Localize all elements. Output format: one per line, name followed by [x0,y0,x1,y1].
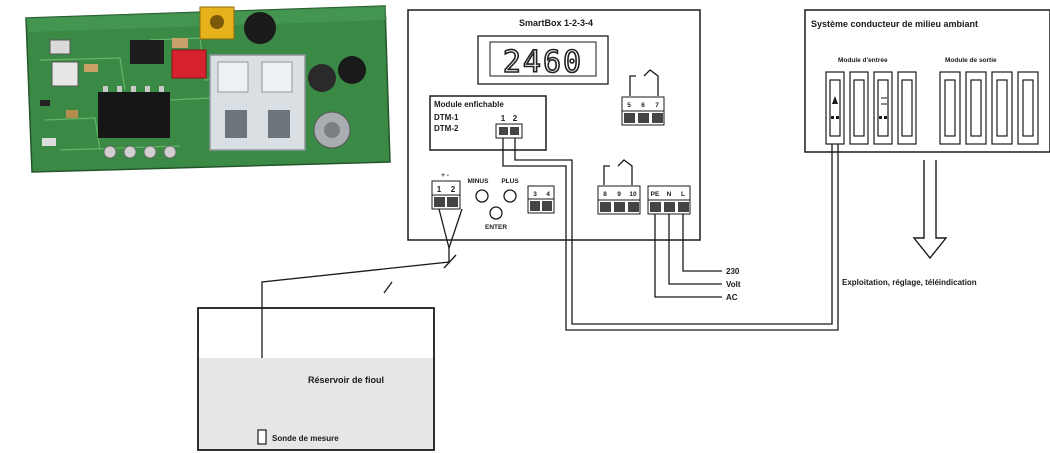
digital-display: 2460 [477,35,609,85]
terminal-8: 8 [603,191,607,198]
power-label-volt: Volt [726,280,741,289]
plus-button-label: PLUS [501,178,519,185]
plugin-module-line2: DTM-2 [434,124,459,133]
power-label-230: 230 [726,267,740,276]
output-modules [939,71,1039,145]
plus-button [503,189,517,203]
input-module-label: Module d'entrée [838,57,888,64]
power-terminals: PE N L [647,185,691,215]
terminal-7: 7 [655,102,659,109]
terminal-5: 5 [627,102,631,109]
sensor-input-terminals: + - 1 2 [431,172,461,210]
power-label-ac: AC [726,293,738,302]
enter-button-label: ENTER [485,224,507,231]
output-module-label: Module de sortie [945,57,997,64]
terminal-pe: PE [651,191,660,198]
terminal-4: 4 [546,191,550,198]
terminal-3: 3 [533,191,537,198]
terminal-l: L [681,191,685,198]
input-modules [825,71,917,145]
minus-button [475,189,489,203]
fuel-tank: Réservoir de fioul Sonde de mesure [197,307,435,451]
output-arrow [912,160,948,260]
smartbox-title: SmartBox 1-2-3-4 [519,18,593,28]
terminal-9: 9 [617,191,621,198]
system-output-text: Exploitation, réglage, télé­indication [842,278,977,287]
smartbox-unit: SmartBox 1-2-3-4 2460 Module enfichable … [407,9,701,241]
system-title: Système conducteur de milieu ambiant [811,19,978,29]
minus-button-label: MINUS [468,178,490,185]
control-buttons: MINUS PLUS ENTER [468,178,520,231]
input-terminal-2: 2 [451,185,456,194]
wiring [261,138,839,432]
circuit-board-image [25,5,391,173]
display-value: 2460 [503,45,583,80]
terminal-6: 6 [641,102,645,109]
terminal-10: 10 [629,191,637,198]
input-polarity: + - [441,172,449,179]
plugin-module-line1: DTM-1 [434,113,459,122]
plugin-pin-1: 1 [501,114,506,123]
relay-terminals-5-7: 5 6 7 [621,69,665,126]
enter-button [489,206,503,220]
plugin-module-title: Module enfichable [434,100,504,109]
input-terminal-1: 1 [437,185,442,194]
probe-icon [257,429,267,445]
ambient-control-system: Système conducteur de milieu ambiant Mod… [804,9,1050,153]
probe-label: Sonde de mesure [272,434,339,443]
terminal-n: N [667,191,672,198]
plugin-pin-2: 2 [513,114,518,123]
terminals-3-4: 3 4 [527,185,555,214]
relay-terminals-8-10: 8 9 10 [597,159,641,215]
tank-label: Réservoir de fioul [308,375,384,385]
plugin-module: Module enfichable DTM-1 DTM-2 1 2 [429,95,547,151]
